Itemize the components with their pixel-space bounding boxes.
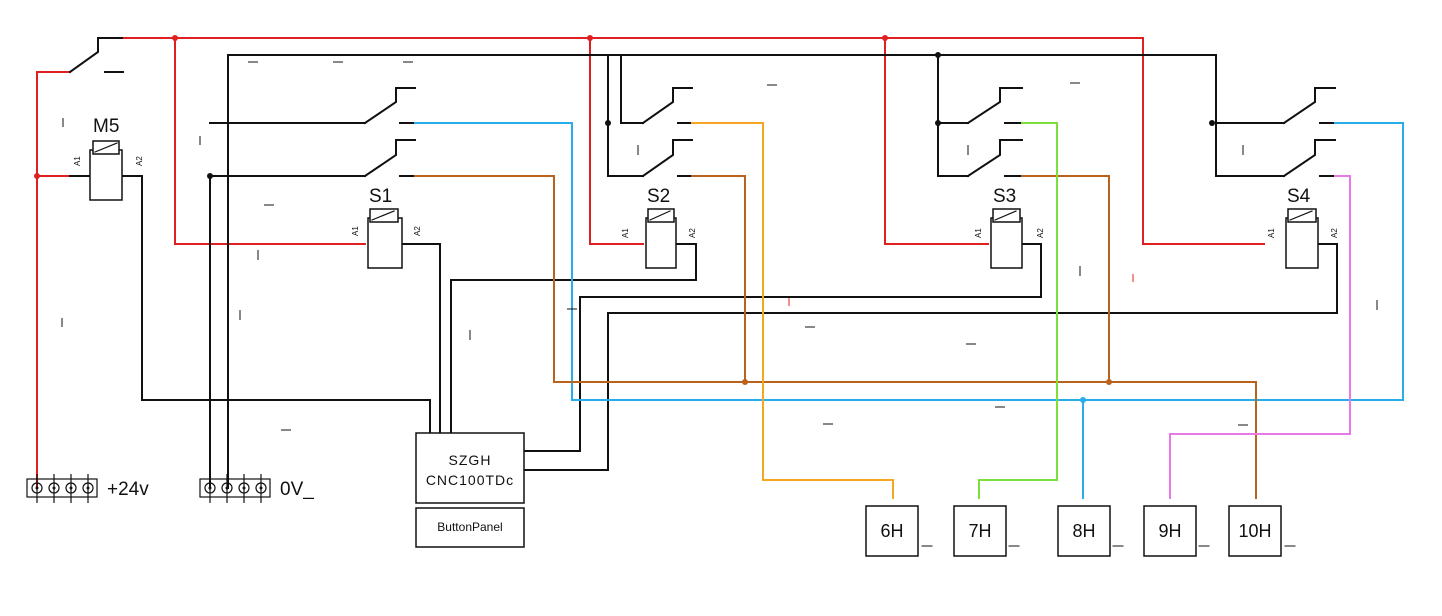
common-wires bbox=[68, 37, 1338, 489]
relay-s2-label: S2 bbox=[647, 186, 670, 207]
controller-box: SZGH CNC100TDc bbox=[415, 432, 525, 504]
power-wires bbox=[34, 35, 1265, 489]
relay-s3: S3 A1 A2 bbox=[974, 186, 1045, 269]
output-9h: 9H bbox=[1143, 505, 1210, 557]
output-6h-label: 6H bbox=[880, 521, 903, 541]
relay-m5-a2: A2 bbox=[135, 156, 144, 166]
button-panel-label: ButtonPanel bbox=[437, 520, 502, 534]
output-7h: 7H bbox=[953, 505, 1020, 557]
relay-s3-label: S3 bbox=[993, 186, 1016, 207]
relay-m5: M5 A1 A2 bbox=[69, 116, 144, 201]
relay-m5-label: M5 bbox=[93, 116, 119, 137]
relay-s2-a1: A1 bbox=[621, 228, 630, 238]
relay-s2: S2 A1 A2 bbox=[621, 186, 697, 269]
relay-m5-a1: A1 bbox=[73, 156, 82, 166]
output-10h: 10H bbox=[1228, 505, 1296, 557]
relay-s1-label: S1 bbox=[369, 186, 392, 207]
relay-s1-a2: A2 bbox=[413, 226, 422, 236]
terminal-24v-label: +24v bbox=[107, 479, 149, 500]
relay-s3-a1: A1 bbox=[974, 228, 983, 238]
terminal-block-24v: +24v bbox=[26, 474, 149, 503]
output-7h-label: 7H bbox=[968, 521, 991, 541]
wire-marks bbox=[61, 61, 1378, 431]
relay-s4-a1: A1 bbox=[1267, 228, 1276, 238]
output-8h: 8H bbox=[1057, 505, 1124, 557]
relay-s4: S4 A1 A2 bbox=[1267, 186, 1339, 269]
output-8h-label: 8H bbox=[1072, 521, 1095, 541]
relay-s2-a2: A2 bbox=[688, 228, 697, 238]
controller-line1: SZGH bbox=[449, 452, 492, 468]
terminal-block-0v: 0V_ bbox=[199, 474, 314, 503]
output-6h: 6H bbox=[865, 505, 933, 557]
relay-s4-label: S4 bbox=[1287, 186, 1311, 207]
output-10h-label: 10H bbox=[1238, 521, 1271, 541]
controller-line2: CNC100TDc bbox=[426, 472, 514, 488]
terminal-0v-label: 0V_ bbox=[280, 479, 314, 500]
button-panel-box: ButtonPanel bbox=[415, 507, 525, 548]
relay-s1-a1: A1 bbox=[351, 226, 360, 236]
output-9h-label: 9H bbox=[1158, 521, 1181, 541]
relay-s4-a2: A2 bbox=[1330, 228, 1339, 238]
red-marks bbox=[788, 274, 1134, 306]
relay-s1: S1 A1 A2 bbox=[351, 186, 422, 269]
output-wires bbox=[414, 122, 1404, 499]
relay-s3-a2: A2 bbox=[1036, 228, 1045, 238]
